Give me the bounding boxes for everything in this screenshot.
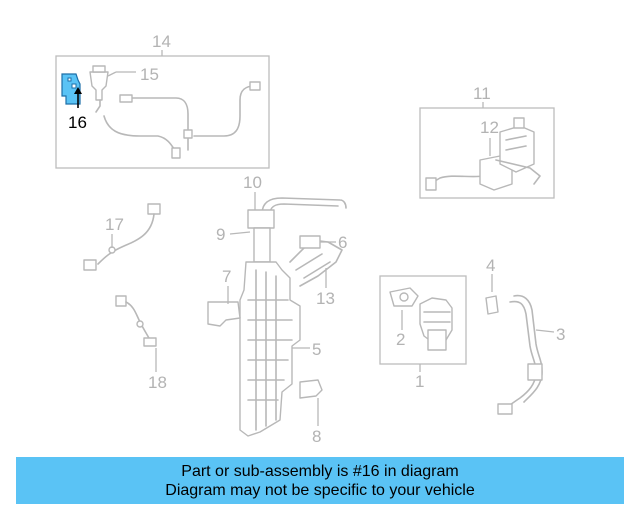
- callout-7: 7: [222, 267, 231, 286]
- callout-5: 5: [312, 340, 321, 359]
- callout-11: 11: [473, 84, 491, 103]
- part-1-leak-detection-pump: [419, 297, 453, 351]
- callout-15: 15: [140, 65, 159, 84]
- callout-8: 8: [312, 427, 321, 446]
- banner-line-1: Part or sub-assembly is #16 in diagram: [181, 462, 459, 480]
- callout-16: 16: [68, 113, 87, 132]
- group-box-1: [379, 275, 467, 365]
- evap-canister: [207, 197, 347, 437]
- callout-9: 9: [216, 225, 225, 244]
- callout-4: 4: [486, 256, 495, 275]
- callout-14: 14: [152, 32, 171, 51]
- info-banner: Part or sub-assembly is #16 in diagram D…: [16, 457, 624, 504]
- callout-17: 17: [105, 215, 124, 234]
- part-16-bracket: [61, 73, 82, 108]
- part-17-sensor-cable: [83, 203, 161, 271]
- part-4-clip: [485, 295, 499, 315]
- callout-10: 10: [243, 173, 262, 192]
- part-12-solenoid-pump: [425, 117, 541, 191]
- callout-18: 18: [148, 373, 167, 392]
- group-box-11: [419, 107, 555, 199]
- callout-6: 6: [338, 233, 347, 252]
- part-18-sensor-cable: [115, 295, 157, 347]
- part-15-valve: [89, 65, 117, 113]
- callout-3: 3: [556, 325, 565, 344]
- parts-diagram: 14 15 16 11 12: [55, 32, 565, 446]
- banner-line-2: Diagram may not be specific to your vehi…: [165, 481, 475, 499]
- group-box-14: [55, 55, 270, 169]
- callout-2: 2: [396, 330, 405, 349]
- callout-13: 13: [316, 289, 335, 308]
- callout-12: 12: [480, 118, 499, 137]
- part-3-hose: [497, 294, 543, 415]
- callout-1: 1: [415, 372, 424, 391]
- part-2-gasket: [389, 287, 419, 307]
- vent-hoses: [103, 81, 261, 159]
